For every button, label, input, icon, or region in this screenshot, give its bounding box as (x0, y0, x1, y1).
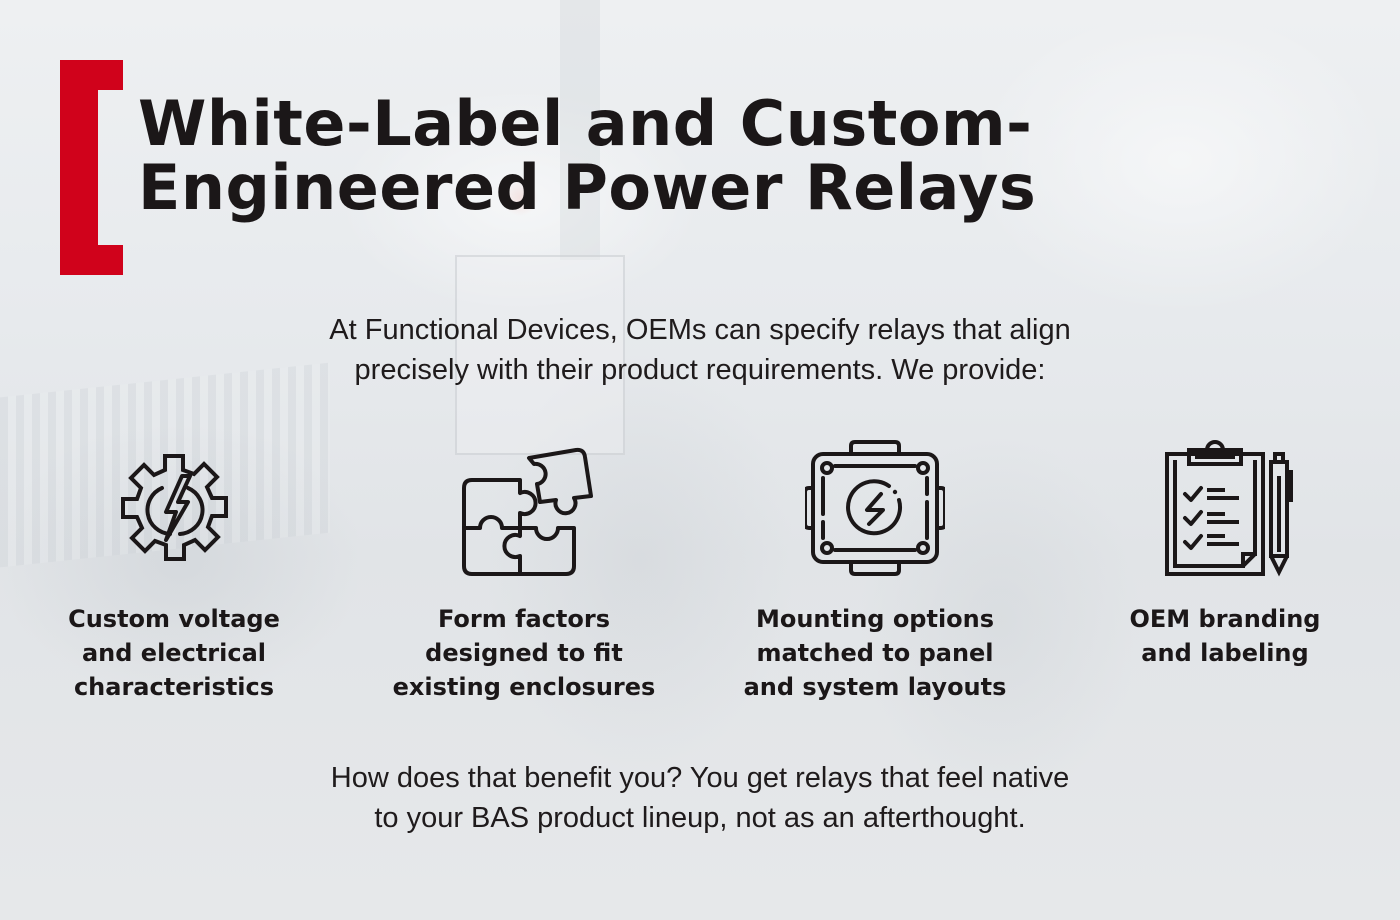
bracket-vertical (60, 60, 98, 275)
bracket-bottom-arm (60, 245, 123, 275)
intro-paragraph: At Functional Devices, OEMs can specify … (100, 310, 1300, 390)
benefit-paragraph: How does that benefit you? You get relay… (100, 758, 1300, 838)
feature-label: Custom voltage and electrical characteri… (68, 605, 280, 701)
gear-lightning-icon (121, 454, 228, 561)
puzzle-icon (462, 447, 593, 576)
feature-form-factors: Form factors designed to fit existing en… (354, 438, 694, 704)
benefit-line-2: to your BAS product lineup, not as an af… (374, 802, 1026, 834)
red-bracket-accent (60, 60, 123, 275)
intro-line-1: At Functional Devices, OEMs can specify … (329, 314, 1071, 346)
benefit-line-1: How does that benefit you? You get relay… (330, 762, 1070, 794)
background-pillar (560, 0, 600, 260)
feature-label: Form factors designed to fit existing en… (392, 605, 656, 701)
bracket-top-arm (60, 60, 123, 90)
feature-mounting-options: Mounting options matched to panel and sy… (705, 438, 1045, 704)
feature-label: OEM branding and labeling (1129, 605, 1321, 667)
background-control-panel (455, 255, 625, 455)
feature-list: Custom voltage and electrical characteri… (0, 438, 1400, 708)
junction-box-icon (805, 440, 945, 576)
feature-oem-branding: OEM branding and labeling (1055, 438, 1395, 670)
clipboard-checklist-icon (1165, 440, 1293, 577)
feature-label: Mounting options matched to panel and sy… (743, 605, 1007, 701)
page-title: White-Label and Custom- Engineered Power… (138, 92, 1238, 220)
title-line-1: White-Label and Custom- (138, 87, 1033, 160)
feature-custom-voltage: Custom voltage and electrical characteri… (4, 438, 344, 704)
title-line-2: Engineered Power Relays (138, 151, 1037, 224)
intro-line-2: precisely with their product requirement… (354, 354, 1046, 386)
